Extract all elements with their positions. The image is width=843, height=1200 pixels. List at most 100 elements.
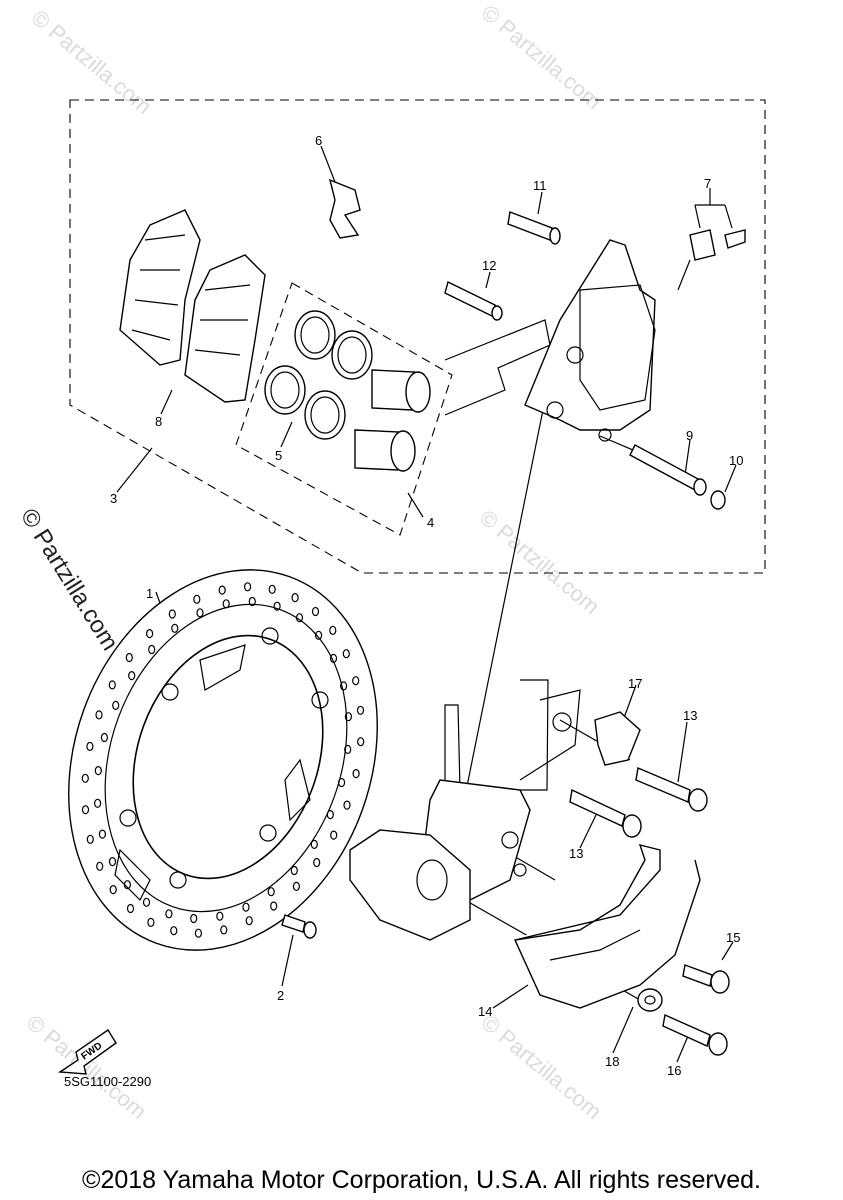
disc-vent-hole: [291, 592, 299, 603]
guard-bolts: [637, 964, 730, 1056]
disc-vent-hole: [267, 887, 275, 897]
disc-vent-hole: [96, 861, 104, 871]
disc-guard: [513, 844, 701, 1009]
callout-17: 17: [628, 676, 642, 691]
disc-vent-hole: [148, 644, 156, 655]
disc-vent-hole: [315, 630, 323, 640]
callout-14: 14: [478, 1004, 492, 1019]
disc-vent-hole: [290, 865, 298, 876]
watermark-bottom-left: © Partzilla.com: [22, 1010, 152, 1124]
disc-vent-hole: [168, 609, 176, 619]
disc-vent-hole: [194, 928, 202, 938]
disc-vent-hole: [128, 670, 136, 681]
disc-vent-hole: [170, 926, 178, 936]
callout-2: 2: [277, 988, 284, 1003]
watermark-left-vertical: © Partzilla.com: [15, 504, 124, 655]
disc-vent-hole: [125, 652, 133, 663]
disc-vent-hole: [352, 768, 360, 779]
disc-vent-hole: [81, 805, 90, 815]
disc-vent-hole: [218, 585, 226, 595]
disc-vent-hole: [216, 911, 224, 921]
disc-vent-hole: [196, 608, 204, 618]
disc-vent-hole: [171, 623, 179, 633]
disc-vent-hole: [344, 744, 352, 755]
callout-4: 4: [427, 515, 434, 530]
callout-15: 15: [726, 930, 740, 945]
disc-bolt: [281, 914, 317, 939]
guard-bracket: [594, 711, 641, 766]
disc-vent-hole: [313, 857, 321, 868]
disc-vent-hole: [98, 829, 107, 839]
disc-vent-hole: [326, 809, 334, 820]
disc-vent-hole: [248, 596, 256, 607]
callout-10: 10: [729, 453, 743, 468]
disc-vent-hole: [86, 834, 94, 844]
bleed-screw: [677, 229, 746, 291]
disc-vent-hole: [93, 798, 102, 808]
disc-vent-hole: [142, 897, 151, 907]
disc-vent-hole: [126, 903, 135, 914]
watermark-mid-right: © Partzilla.com: [475, 505, 605, 619]
disc-vent-hole: [165, 909, 173, 919]
callouts: 1 2 3 4 5 6 7 8 9 10 11 12 13 13 14 15 1…: [110, 133, 743, 1078]
disc-vent-hole: [244, 582, 252, 592]
disc-vent-hole: [338, 777, 346, 788]
pad-spring: [328, 178, 361, 239]
callout-11: 11: [533, 178, 547, 193]
callout-1: 1: [146, 586, 153, 601]
callout-7: 7: [704, 176, 711, 191]
disc-vent-hole: [329, 653, 338, 664]
disc-vent-hole: [310, 839, 318, 850]
disc-vent-hole: [242, 902, 250, 912]
copyright-notice: ©2018 Yamaha Motor Corporation, U.S.A. A…: [82, 1166, 761, 1194]
disc-vent-hole: [357, 737, 365, 747]
pad-pin-and-clip: [629, 444, 726, 510]
disc-vent-hole: [344, 712, 352, 722]
piston-seals-and-pistons: [264, 310, 431, 472]
diagram-code: 5SG1100-2290: [64, 1074, 151, 1089]
disc-vent-hole: [146, 628, 154, 639]
brake-disc: [68, 569, 378, 951]
disc-vent-hole: [108, 680, 116, 690]
disc-vent-hole: [340, 681, 348, 691]
disc-vent-hole: [193, 594, 201, 604]
disc-vent-hole: [94, 765, 102, 776]
callout-3: 3: [110, 491, 117, 506]
watermark-top-right: © Partzilla.com: [477, 0, 607, 114]
disc-vent-hole: [342, 649, 350, 659]
watermarks: © Partzilla.com © Partzilla.com © Partzi…: [15, 0, 607, 1124]
disc-vent-hole: [295, 613, 304, 623]
brake-pads: [119, 209, 266, 403]
callout-13-upper: 13: [683, 708, 697, 723]
caliper-body: [444, 239, 656, 442]
fork-leg: [349, 679, 581, 941]
disc-vent-hole: [352, 676, 360, 686]
disc-vent-hole: [268, 584, 276, 594]
disc-vent-hole: [100, 732, 109, 743]
disc-vent-hole: [147, 917, 155, 928]
disc-vent-hole: [112, 700, 120, 711]
disc-vent-hole: [356, 705, 365, 715]
disc-vent-hole: [81, 773, 89, 783]
piston-kit-outline: [235, 282, 453, 536]
callout-8: 8: [155, 414, 162, 429]
disc-vent-hole: [108, 856, 117, 867]
disc-vent-hole: [86, 741, 94, 752]
bolts-13: [569, 767, 708, 838]
callout-16: 16: [667, 1063, 681, 1078]
watermark-top-left: © Partzilla.com: [27, 5, 157, 119]
disc-vent-hole: [311, 606, 320, 617]
disc-vent-hole: [220, 925, 228, 935]
caliper-assembly-outline: [69, 99, 766, 574]
disc-vent-hole: [273, 601, 281, 611]
disc-vent-hole: [109, 884, 117, 895]
callout-9: 9: [686, 428, 693, 443]
watermark-bottom-right: © Partzilla.com: [477, 1010, 607, 1124]
disc-vent-hole: [329, 625, 337, 636]
disc-vent-hole: [222, 599, 230, 609]
disc-vent-hole: [190, 913, 198, 924]
disc-vent-hole: [292, 881, 300, 892]
callout-18: 18: [605, 1054, 619, 1069]
caliper-bolts: [444, 211, 561, 321]
